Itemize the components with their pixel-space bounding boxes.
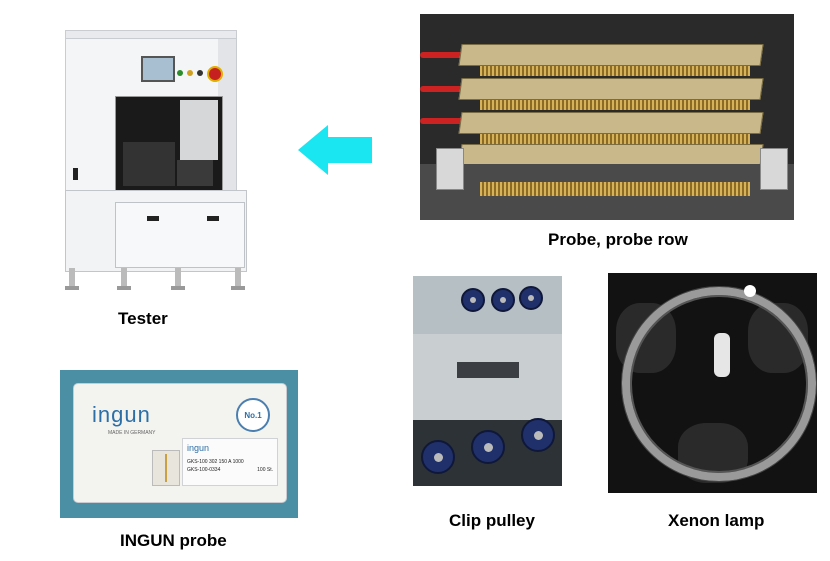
probe-plate (458, 78, 764, 100)
ingun-part-code: GKS-100-0334 (187, 467, 221, 473)
probe-wire (420, 86, 480, 92)
tester-window-panel (180, 100, 218, 160)
clip-plate (413, 334, 562, 420)
xenon-lamp-ring (622, 287, 816, 481)
pulley-roller (471, 430, 505, 464)
tester-foot (231, 268, 245, 290)
tester-foot (117, 268, 131, 290)
probe-pins (480, 66, 750, 76)
tester-caption: Tester (118, 309, 168, 328)
ingun-probe-window (152, 450, 180, 486)
ingun-quantity: 100 St. (257, 467, 273, 473)
tester-drawer-handle-left (147, 216, 159, 221)
probe-clamp-left (436, 148, 464, 190)
tester-screen (141, 56, 175, 82)
tester-image (55, 30, 250, 295)
tester-fixture-right (177, 160, 213, 186)
probe-plate (458, 44, 764, 66)
probe-pins (480, 182, 750, 196)
clip-pulley-photo (413, 276, 562, 486)
xenon-lamp-tip (744, 285, 756, 297)
clip-slot (457, 362, 519, 378)
tester-foot (171, 268, 185, 290)
ingun-logo: ingun (92, 402, 151, 427)
probe-row-photo (420, 14, 794, 220)
clip-pulley-caption: Clip pulley (449, 511, 535, 530)
xenon-lamp-lead (714, 333, 730, 377)
tester-drawer (115, 202, 245, 268)
probe-row-caption: Probe, probe row (548, 230, 688, 249)
arrow-left-icon (298, 125, 372, 175)
ingun-made-in: MADE IN GERMANY (108, 430, 156, 436)
pulley-roller (491, 288, 515, 312)
pulley-roller (461, 288, 485, 312)
tester-emergency-stop (207, 66, 223, 82)
ingun-label: ingun GKS-100 302 150 A 1000 GKS-100-033… (182, 438, 278, 486)
tester-foot (65, 268, 79, 290)
tester-green-button (177, 70, 183, 76)
pulley-roller (521, 418, 555, 452)
tester-fixture (123, 142, 175, 186)
probe-pins (480, 134, 750, 144)
tester-black-button (197, 70, 203, 76)
tester-yellow-button (187, 70, 193, 76)
ingun-part-number: GKS-100 302 150 A 1000 (187, 459, 244, 465)
tester-side-handle (73, 168, 78, 180)
ingun-box: ingun MADE IN GERMANY No.1 ingun GKS-100… (74, 384, 286, 502)
probe-clamp-right (760, 148, 788, 190)
probe-plate (458, 112, 764, 134)
probe-wire (420, 118, 480, 124)
ingun-probe-photo: ingun MADE IN GERMANY No.1 ingun GKS-100… (60, 370, 298, 518)
ingun-probe-caption: INGUN probe (120, 531, 227, 550)
ingun-label-logo: ingun (187, 443, 210, 453)
probe-plate (458, 144, 764, 166)
tester-drawer-handle-right (207, 216, 219, 221)
probe-wire (420, 52, 480, 58)
xenon-lamp-photo (608, 273, 817, 493)
pulley-roller (421, 440, 455, 474)
probe-pins (480, 100, 750, 110)
xenon-lamp-caption: Xenon lamp (668, 511, 765, 530)
pulley-roller (519, 286, 543, 310)
ingun-seal: No.1 (236, 398, 270, 432)
